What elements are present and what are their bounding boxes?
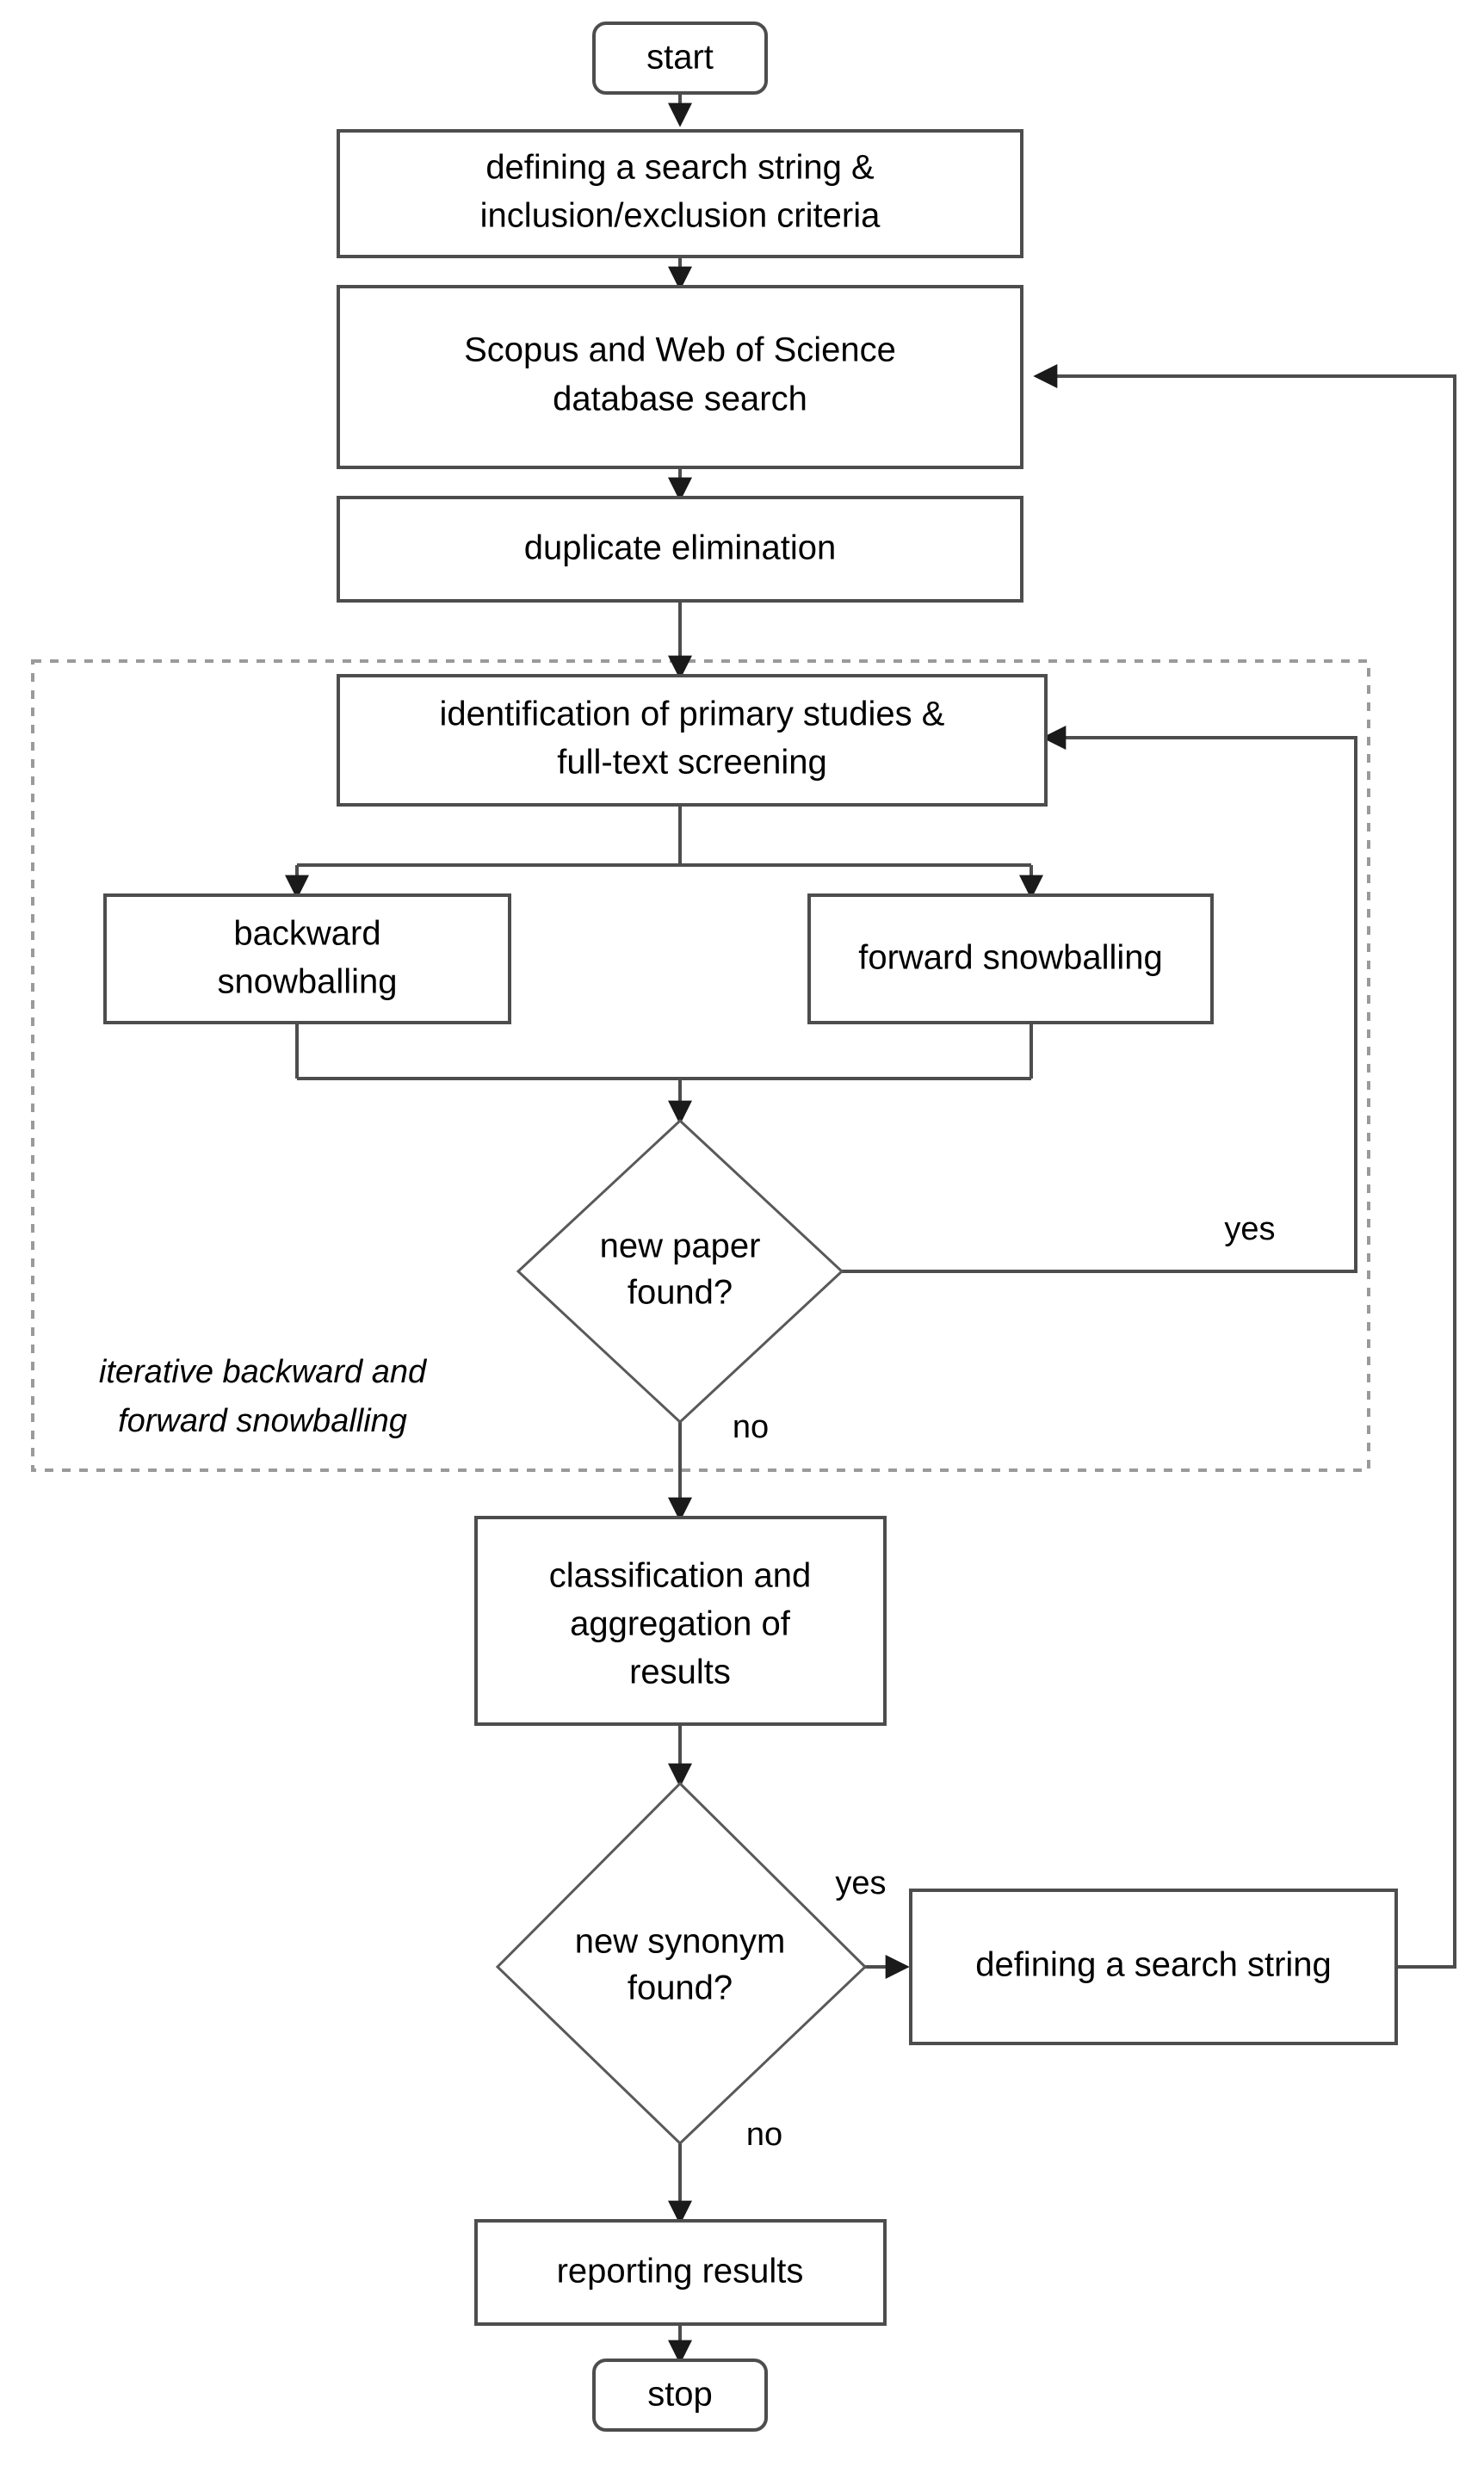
edge-defining-search-string-loop-to-database-search: [1033, 364, 1456, 1969]
forward-snowballing-label: forward snowballing: [858, 939, 1163, 977]
new-synonym-decision-label-line2: found?: [628, 1969, 733, 2007]
node-stop[interactable]: stop: [592, 2359, 768, 2432]
node-define-criteria[interactable]: defining a search string & inclusion/exc…: [337, 129, 1023, 258]
new-paper-decision-shape: [516, 1118, 844, 1425]
node-start[interactable]: start: [592, 22, 768, 95]
define-criteria-label-line2: inclusion/exclusion criteria: [480, 197, 881, 235]
edge-label-new-synonym-no: no: [746, 2117, 782, 2153]
backward-snowballing-label-line1: backward: [233, 915, 380, 953]
backward-snowballing-label-line2: snowballing: [217, 963, 397, 1001]
node-database-search[interactable]: Scopus and Web of Science database searc…: [337, 285, 1023, 469]
new-synonym-decision-shape: [495, 1781, 868, 2146]
database-search-label-line1: Scopus and Web of Science: [464, 331, 896, 369]
group-label-line2: forward snowballing: [118, 1403, 407, 1439]
edge-label-new-synonym-yes: yes: [835, 1865, 886, 1901]
classification-label-line3: results: [629, 1654, 731, 1691]
reporting-results-label: reporting results: [557, 2253, 804, 2291]
stop-shape: [592, 2359, 768, 2432]
group-label-line1: iterative backward and: [99, 1354, 428, 1390]
new-paper-decision-label-line1: new paper: [600, 1227, 761, 1265]
iterative-snowballing-group-label: iterative backward and forward snowballi…: [99, 1354, 428, 1439]
stop-label: stop: [647, 2376, 713, 2414]
defining-search-string-label: defining a search string: [975, 1946, 1332, 1984]
classification-shape: [474, 1516, 887, 1726]
duplicate-elimination-label: duplicate elimination: [524, 529, 836, 567]
node-new-synonym-decision[interactable]: new synonym found?: [495, 1781, 868, 2146]
forward-snowballing-shape: [807, 893, 1214, 1024]
start-label: start: [646, 39, 714, 77]
node-reporting-results[interactable]: reporting results: [474, 2219, 887, 2326]
node-defining-search-string[interactable]: defining a search string: [909, 1889, 1398, 2045]
duplicate-elimination-shape: [337, 496, 1023, 603]
identification-label-line1: identification of primary studies &: [440, 696, 945, 733]
defining-search-string-shape: [909, 1889, 1398, 2045]
identification-label-line2: full-text screening: [557, 744, 826, 782]
reporting-results-shape: [474, 2219, 887, 2326]
new-paper-decision-label-line2: found?: [628, 1274, 733, 1312]
edge-label-new-paper-yes: yes: [1224, 1211, 1275, 1247]
define-criteria-label-line1: defining a search string &: [485, 149, 875, 187]
edge-new-paper-yes-loop-to-identification: [842, 726, 1357, 1273]
node-identification[interactable]: identification of primary studies & full…: [337, 674, 1048, 807]
new-synonym-decision-label-line1: new synonym: [575, 1923, 786, 1961]
backward-snowballing-shape: [103, 893, 511, 1024]
edge-label-new-paper-no: no: [733, 1409, 769, 1445]
classification-label-line2: aggregation of: [570, 1605, 791, 1643]
define-criteria-shape: [337, 129, 1023, 258]
database-search-label-line2: database search: [553, 380, 807, 418]
database-search-shape: [337, 285, 1023, 469]
node-new-paper-decision[interactable]: new paper found?: [516, 1118, 844, 1425]
identification-shape: [337, 674, 1048, 807]
node-classification[interactable]: classification and aggregation of result…: [474, 1516, 887, 1726]
node-backward-snowballing[interactable]: backward snowballing: [103, 893, 511, 1024]
node-duplicate-elimination[interactable]: duplicate elimination: [337, 496, 1023, 603]
iterative-snowballing-group-box: [31, 659, 1370, 1472]
node-forward-snowballing[interactable]: forward snowballing: [807, 893, 1214, 1024]
start-shape: [592, 22, 768, 95]
classification-label-line1: classification and: [549, 1557, 812, 1595]
